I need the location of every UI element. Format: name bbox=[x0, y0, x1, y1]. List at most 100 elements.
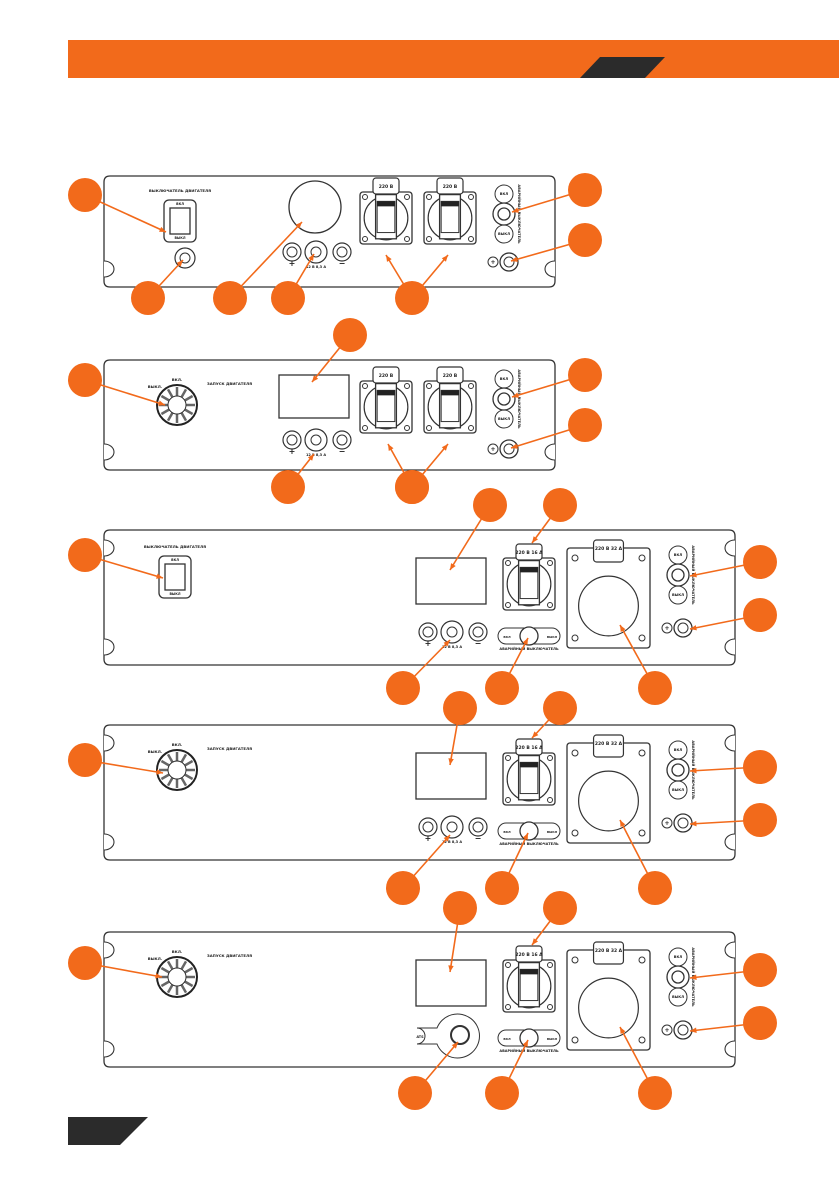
arrowhead-icon bbox=[522, 638, 528, 645]
callout-marker bbox=[68, 363, 102, 397]
callout-marker bbox=[443, 691, 477, 725]
key-switch-rib bbox=[180, 753, 188, 763]
arrowhead-icon bbox=[522, 833, 528, 840]
arrowhead-icon bbox=[690, 974, 697, 980]
off-label: ВЫКЛ bbox=[672, 788, 684, 792]
ground-terminal: + bbox=[487, 252, 519, 272]
outlet-label: 220 В 32 А bbox=[595, 948, 623, 954]
dc-terminal-hole bbox=[336, 434, 348, 446]
on-label: ВКЛ. bbox=[172, 377, 183, 382]
emergency-switch-label: АВАРИЙНЫЙ ВЫКЛЮЧАТЕЛЬ bbox=[499, 646, 559, 651]
callout-marker bbox=[386, 871, 420, 905]
screw-icon bbox=[571, 749, 579, 757]
callout-marker bbox=[213, 281, 247, 315]
emergency-button bbox=[671, 568, 685, 582]
callout-marker bbox=[543, 488, 577, 522]
screw-icon bbox=[547, 560, 553, 566]
outlet-label: 220 В bbox=[379, 184, 394, 190]
mounting-notch bbox=[724, 539, 736, 557]
off-label: ВЫКЛ bbox=[547, 635, 558, 639]
arrowhead-icon bbox=[690, 625, 697, 631]
engine-switch-label: ВЫКЛЮЧАТЕЛЬ ДВИГАТЕЛЯ bbox=[144, 544, 206, 549]
dc-terminal-label: 12 В 8,3 А bbox=[306, 265, 326, 269]
callout-marker bbox=[473, 488, 507, 522]
screw-icon bbox=[426, 194, 432, 200]
dc-terminal-hole bbox=[336, 246, 348, 258]
socket-lid-tab bbox=[515, 543, 543, 561]
socket-lid-tab bbox=[436, 366, 464, 384]
warning-stripe bbox=[377, 390, 395, 396]
emergency-switch-label: АВАРИЙНЫЙ ВЫКЛЮЧАТЕЛЬ bbox=[517, 369, 522, 429]
warning-stripe bbox=[441, 390, 459, 396]
arrowhead-icon bbox=[522, 1040, 528, 1047]
warning-stripe bbox=[520, 567, 538, 573]
dc-terminal-label: + bbox=[289, 447, 296, 456]
callout-marker bbox=[443, 891, 477, 925]
screw-icon bbox=[404, 425, 410, 431]
arrowhead-icon bbox=[312, 375, 319, 382]
arrowhead-icon bbox=[308, 254, 314, 261]
ground-pad bbox=[487, 256, 499, 268]
ground-bolt bbox=[677, 817, 689, 829]
key-switch-rib bbox=[180, 388, 188, 398]
screw-icon bbox=[571, 1036, 579, 1044]
warning-stripe bbox=[520, 969, 538, 975]
screw-icon bbox=[505, 755, 511, 761]
mounting-notch bbox=[103, 539, 115, 557]
callout-marker bbox=[395, 281, 429, 315]
emergency-button bbox=[519, 821, 539, 841]
dc-terminal-hole bbox=[286, 246, 298, 258]
arrowhead-icon bbox=[155, 973, 162, 979]
dc-terminal bbox=[418, 622, 438, 642]
screw-icon bbox=[547, 1004, 553, 1010]
warning-stripe bbox=[520, 762, 538, 768]
callout-marker bbox=[485, 1076, 519, 1110]
key-switch-rib bbox=[160, 773, 170, 781]
ground-label: + bbox=[490, 446, 495, 453]
dc-terminal-label: 12 В 8,3 А bbox=[306, 453, 326, 457]
screw-icon bbox=[505, 602, 511, 608]
socket-lid-tab bbox=[372, 366, 400, 384]
emergency-button bbox=[519, 626, 539, 646]
off-label: ВЫКЛ bbox=[498, 232, 510, 236]
arrowhead-icon bbox=[620, 1027, 626, 1034]
mounting-notch bbox=[103, 734, 115, 752]
key-switch-rib bbox=[180, 984, 188, 994]
screw-icon bbox=[426, 425, 432, 431]
ground-pad bbox=[487, 443, 499, 455]
outlet-socket-32a: 220 В 32 А bbox=[566, 539, 651, 649]
screw-icon bbox=[571, 634, 579, 642]
on-label: ВКЛ bbox=[503, 830, 511, 834]
callout-marker bbox=[131, 281, 165, 315]
header-bar bbox=[68, 40, 839, 78]
engine-start-label: ЗАПУСК ДВИГАТЕЛЯ bbox=[207, 746, 252, 751]
callout-marker bbox=[743, 953, 777, 987]
ground-bolt bbox=[503, 256, 515, 268]
on-label: ВКЛ bbox=[674, 955, 683, 959]
callout-marker bbox=[743, 750, 777, 784]
dc-terminal bbox=[332, 430, 352, 450]
mounting-notch bbox=[724, 734, 736, 752]
dc-terminal-hole bbox=[422, 626, 434, 638]
on-label: ВКЛ bbox=[500, 377, 509, 381]
dc-terminal bbox=[282, 430, 302, 450]
key-switch-rib bbox=[160, 980, 170, 988]
arrowhead-icon bbox=[443, 835, 450, 842]
screw-icon bbox=[638, 554, 646, 562]
outlet-label: 220 В 16 А bbox=[515, 745, 543, 751]
screw-icon bbox=[547, 962, 553, 968]
footer-tab bbox=[68, 1117, 148, 1145]
key-switch-rib bbox=[184, 394, 194, 402]
callout-marker bbox=[395, 470, 429, 504]
screw-icon bbox=[547, 797, 553, 803]
mounting-notch bbox=[544, 260, 556, 278]
outlet-label: 220 В bbox=[379, 373, 394, 379]
ats-socket bbox=[450, 1025, 470, 1045]
off-label: ВЫКЛ. bbox=[148, 384, 163, 389]
ground-label: + bbox=[664, 820, 669, 827]
callout-marker bbox=[743, 545, 777, 579]
arrowhead-icon bbox=[620, 820, 626, 827]
ground-label: + bbox=[664, 1027, 669, 1034]
